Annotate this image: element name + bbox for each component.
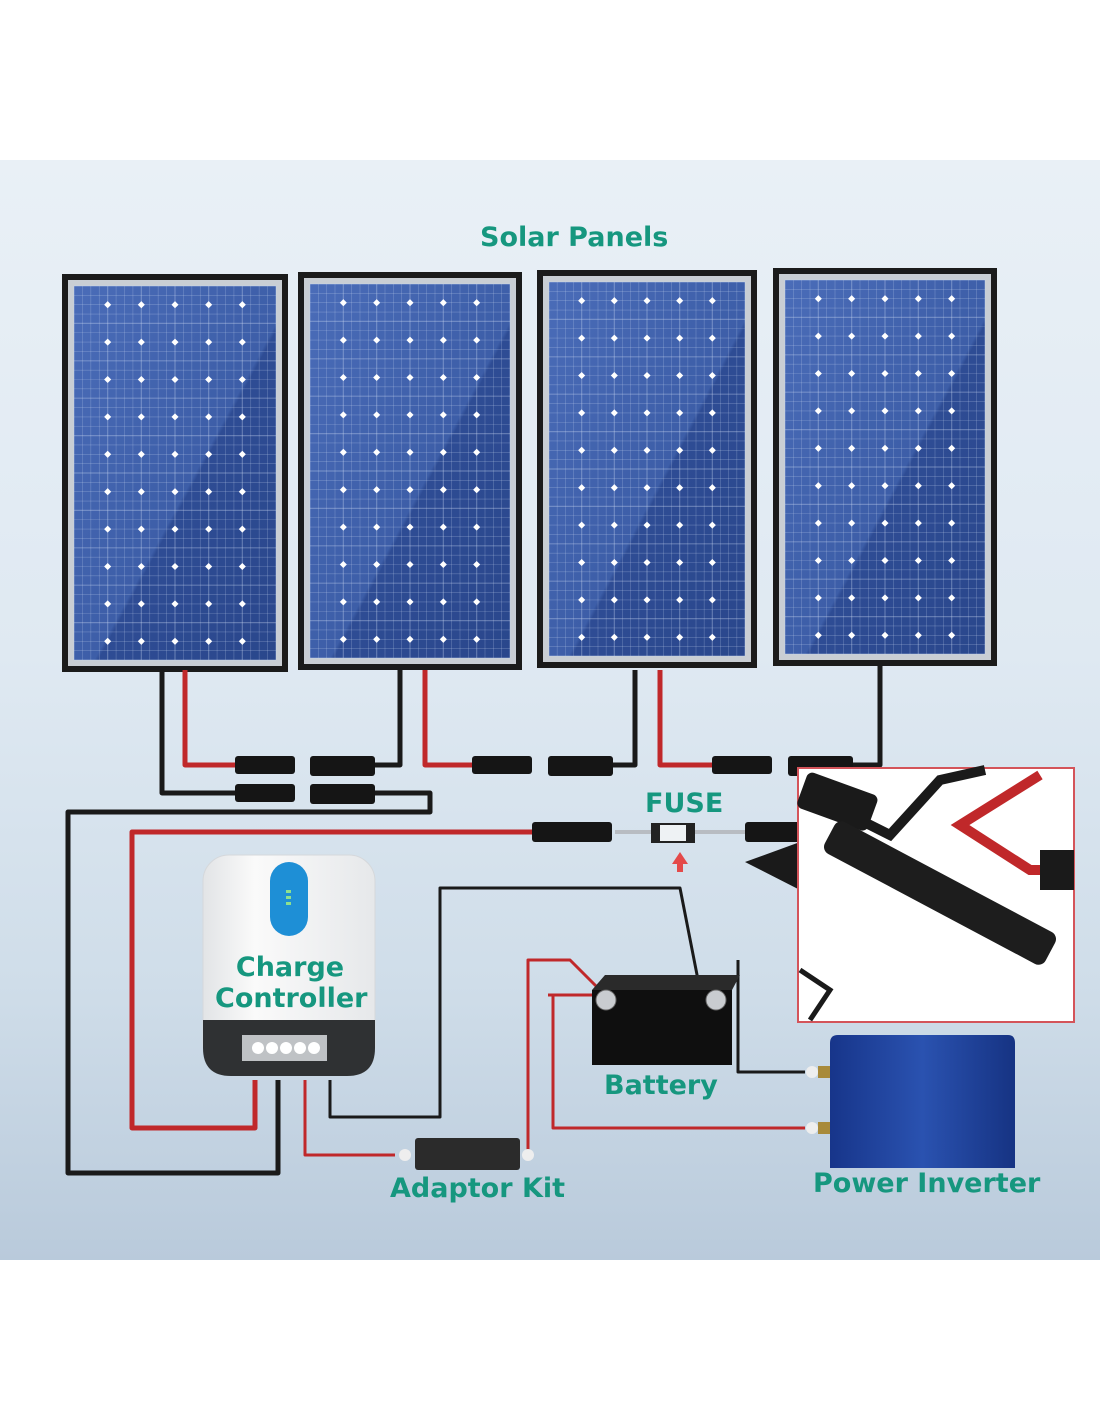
label-charge-controller-line1: Charge xyxy=(235,952,345,983)
mc4-connector xyxy=(548,756,613,776)
wire-red xyxy=(422,670,475,768)
connector-detail-inset xyxy=(745,765,1075,1023)
wire-black xyxy=(610,670,638,768)
mc4-connector xyxy=(310,756,375,776)
fuse xyxy=(651,823,695,872)
battery xyxy=(592,975,740,1065)
solar-panels-group xyxy=(62,268,997,672)
label-adaptor-kit: Adaptor Kit xyxy=(390,1173,566,1204)
wire-red xyxy=(303,1080,395,1157)
wire-black xyxy=(736,960,805,1074)
label-charge-controller-line2: Controller xyxy=(215,983,368,1015)
label-battery: Battery xyxy=(604,1070,718,1101)
solar-panel xyxy=(773,268,997,666)
solar-panel xyxy=(537,270,757,668)
solar-panel xyxy=(298,272,522,670)
mc4-connector xyxy=(235,756,295,774)
wire-black xyxy=(850,665,883,768)
mc4-connector xyxy=(472,756,532,774)
wire-red xyxy=(182,670,240,768)
label-power-inverter: Power Inverter xyxy=(813,1168,1041,1199)
adaptor-kit xyxy=(399,1138,534,1170)
wire-red xyxy=(548,993,805,1130)
wire-red xyxy=(526,958,602,1150)
label-solar-panels: Solar Panels xyxy=(480,222,669,253)
wire-red xyxy=(657,670,715,768)
label-charge-controller: Charge Controller xyxy=(215,952,368,1015)
wire-black xyxy=(159,670,240,796)
mc4-connector xyxy=(310,784,375,804)
mc4-connector xyxy=(532,822,612,842)
mc4-connector xyxy=(235,784,295,802)
wire-black xyxy=(370,670,403,768)
wire-red xyxy=(129,829,535,1131)
power-inverter xyxy=(806,1035,1015,1168)
wires xyxy=(65,665,883,1176)
arrow-up-icon xyxy=(672,852,688,872)
mc4-connector xyxy=(712,756,772,774)
mc4-connector xyxy=(745,822,800,842)
charge-controller xyxy=(202,854,376,1076)
wire-black xyxy=(65,790,433,1176)
label-fuse: FUSE xyxy=(645,788,724,819)
connectors xyxy=(235,756,853,842)
solar-panel xyxy=(62,274,288,672)
wire-black xyxy=(328,886,702,1119)
